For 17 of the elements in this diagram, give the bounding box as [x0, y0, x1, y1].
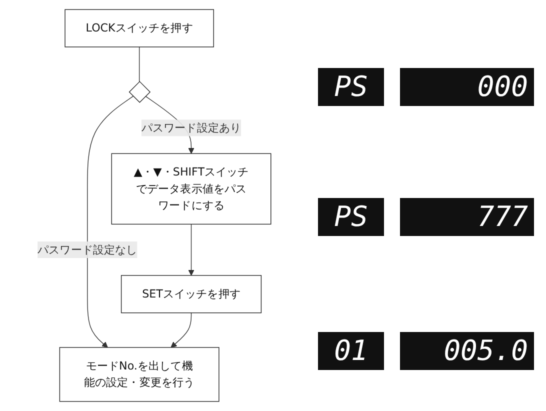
arrow	[170, 312, 192, 348]
edge-label: パスワード設定なし	[37, 242, 138, 256]
node-box: SETスイッチを押す	[120, 275, 262, 314]
edge-label: パスワード設定あり	[141, 121, 241, 134]
display-readout: 01	[318, 332, 384, 370]
node-diamond	[128, 81, 150, 103]
display-readout: PS	[318, 68, 384, 106]
node-box: ▲・▼・SHIFTスイッチでデータ表示値をパスワードにする	[111, 153, 272, 225]
node-box: モードNo.を出して機能の設定・変更を行う	[59, 347, 220, 402]
arrow	[188, 224, 194, 276]
display-readout: PS	[318, 198, 384, 236]
connector	[138, 46, 140, 82]
arrow	[86, 96, 134, 348]
node-box: LOCKスイッチを押す	[64, 9, 214, 48]
display-readout: 777	[400, 198, 534, 236]
display-readout: 000	[400, 68, 534, 106]
display-readout: 005.0	[400, 332, 534, 370]
